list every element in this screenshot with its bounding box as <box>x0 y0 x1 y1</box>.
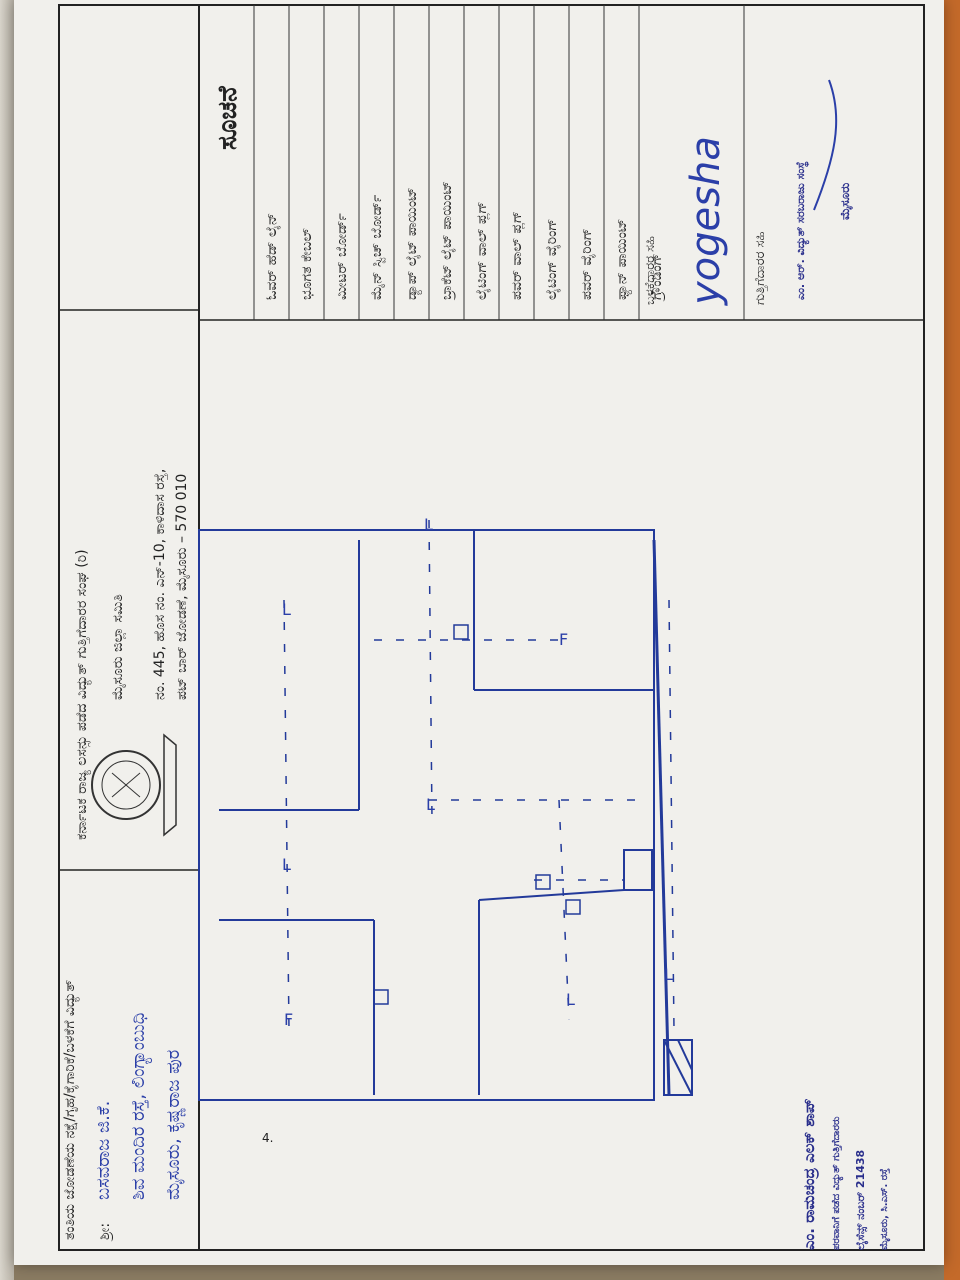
org-address-1: ನಂ. 445, ಹೊಸ ನಂ. ಎನ್-10, ಕಾಳಿದಾಸ ರಸ್ತೆ, <box>152 469 168 700</box>
room-mark: F <box>559 630 568 649</box>
org-address-2: ಪಟ್ ಬಾರ್ ಜೋಡಣೆ, ಮೈಸೂರು – 570 010 <box>174 474 190 700</box>
legend-item: ಬ್ರಾಕೆಟ್ ಲೈಟ್ ಪಾಯಿಂಟ್ <box>439 181 456 302</box>
bottom-stamp: ಎಂ. ರಾಮಚಂದ್ರ ಎಲಕ್ ಶಾಪ್ <box>800 1098 819 1250</box>
room-mark: L <box>426 795 435 814</box>
owner-line-1: ಬಸವರಾಜ ಜಿ.ಕೆ. <box>93 1101 114 1200</box>
page-edge <box>0 0 14 1280</box>
contractor-stamp-line1: ಎಂ. ಆರ್. ವಿದ್ಯುತ್ ಸರಬರಾಜು ಸಂಸ್ಥೆ <box>794 161 809 300</box>
form-side-title: ತಂತಿಯ ಜೋಡಣೆಯ ನಕ್ಷೆ/ಗೃಹ/ಕೈಗಾರಿಕೆ/ಬಳಕೆಗೆ ವ… <box>62 980 80 1240</box>
owner-line-2: ಶಿವ ಮಂದಿರ ರಸ್ತೆ, ಲಿಂಗ್ಯಾಂಬುಧಿ <box>128 1013 151 1200</box>
stamp-line-3: ಲೈಸೆನ್ಸ್ ನಂಬರ್ 21438 <box>854 1150 868 1250</box>
sheet-drawing: ತಂತಿಯ ಜೋಡಣೆಯ ನಕ್ಷೆ/ಗೃಹ/ಕೈಗಾರಿಕೆ/ಬಳಕೆಗೆ ವ… <box>58 4 925 1251</box>
contractor-sign-label: ಗುತ್ತಿಗೆದಾರರ ಸಹಿ <box>753 232 768 305</box>
stamp-line-4: ಮೈಸೂರು, ಸಿ.ಎಸ್. ರಸ್ತೆ <box>879 1168 891 1250</box>
org-emblem <box>91 733 177 837</box>
background-strip <box>944 0 960 1280</box>
legend-item: ಲೈಟಿಂಗ್ ವಾಲ್ ಪ್ಲಗ್ <box>474 201 490 300</box>
consumer-sign-label: ಬಳಕೆದಾರರ ಸಹಿ <box>643 236 658 305</box>
wiring-plan-sheet: ತಂತಿಯ ಜೋಡಣೆಯ ನಕ್ಷೆ/ಗೃಹ/ಕೈಗಾರಿಕೆ/ಬಳಕೆಗೆ ವ… <box>14 0 944 1265</box>
wiring-runs <box>283 519 675 1031</box>
room-mark: L <box>282 855 291 874</box>
room-mark: L <box>664 965 673 984</box>
org-name: ಕರ್ನಾಟಕ ರಾಜ್ಯ ಲಸನ್ಸು ಪಡೆದ ವಿದ್ಯುತ್ ಗುತ್ತ… <box>74 549 92 840</box>
legend-item: ಲೈಟಿಂಗ್ ವೈರಿಂಗ್ <box>544 219 560 301</box>
legend-item: ಫ್ಯಾನ್ ಪಾಯಿಂಟ್ <box>614 219 632 300</box>
contractor-signature-scribble <box>813 79 838 211</box>
legend-item: ಗ್ರೌಂಡಿಂಗ್ <box>649 253 665 302</box>
legend-heading: ಸೂಚನೆ <box>213 85 243 150</box>
outer-border <box>58 4 925 1251</box>
plan-marks: L L L L L L F F <box>282 515 673 1029</box>
consumer-signature: yogesha <box>683 136 729 306</box>
switch-boxes <box>373 624 581 1005</box>
org-subtitle: ಮೈಸೂರು ಜಿಲ್ಲಾ ಸಮಿತಿ <box>110 594 127 700</box>
floor-plan <box>198 529 693 1101</box>
room-mark: F <box>284 1010 293 1029</box>
legend-table <box>253 5 745 320</box>
legend-item: ಮೈನ್ ಸ್ವಿಚ್ ಬೋರ್ಡ್ <box>369 195 385 300</box>
legend-item: ಮೀಟರ್ ಬೋರ್ಡ್ <box>334 213 350 300</box>
owner-label: ಶ್ರೀ: <box>97 1223 113 1243</box>
legend-item: ಭೂಗತ ಕೇಬಲ್ <box>299 228 315 300</box>
legend-item: ಪವರ್ ವೈರಿಂಗ್ <box>579 228 595 300</box>
room-mark: L <box>424 515 433 534</box>
stamp-line-2: ಪರವಾನಿಗೆ ಪಡೆದ ವಿದ್ಯುತ್ ಗುತ್ತಿಗೆದಾರರು <box>831 1117 844 1250</box>
legend-item: ಪವರ್ ವಾಲ್ ಪ್ಲಗ್ <box>509 211 525 300</box>
contractor-stamp-line2: ಮೈಸೂರು <box>838 182 854 220</box>
stamp-line-1: ಎಂ. ರಾಮಚಂದ್ರ ಎಲಕ್ ಶಾಪ್ <box>800 1098 819 1250</box>
room-mark: L <box>566 990 575 1009</box>
legend-item: ಓವರ್ ಹೆಡ್ ಲೈನ್ <box>264 213 280 300</box>
room-mark: L <box>282 600 291 619</box>
owner-line-3: ಮೈಸೂರು, ಕೃಷ್ಣರಾಜ ಪುರ <box>163 1050 185 1200</box>
page-mark: 4. <box>262 1131 273 1145</box>
legend-item: ಡ್ಯಾಪ್ ಲೈಟ್ ಪಾಯಿಂಟ್ <box>404 187 422 300</box>
